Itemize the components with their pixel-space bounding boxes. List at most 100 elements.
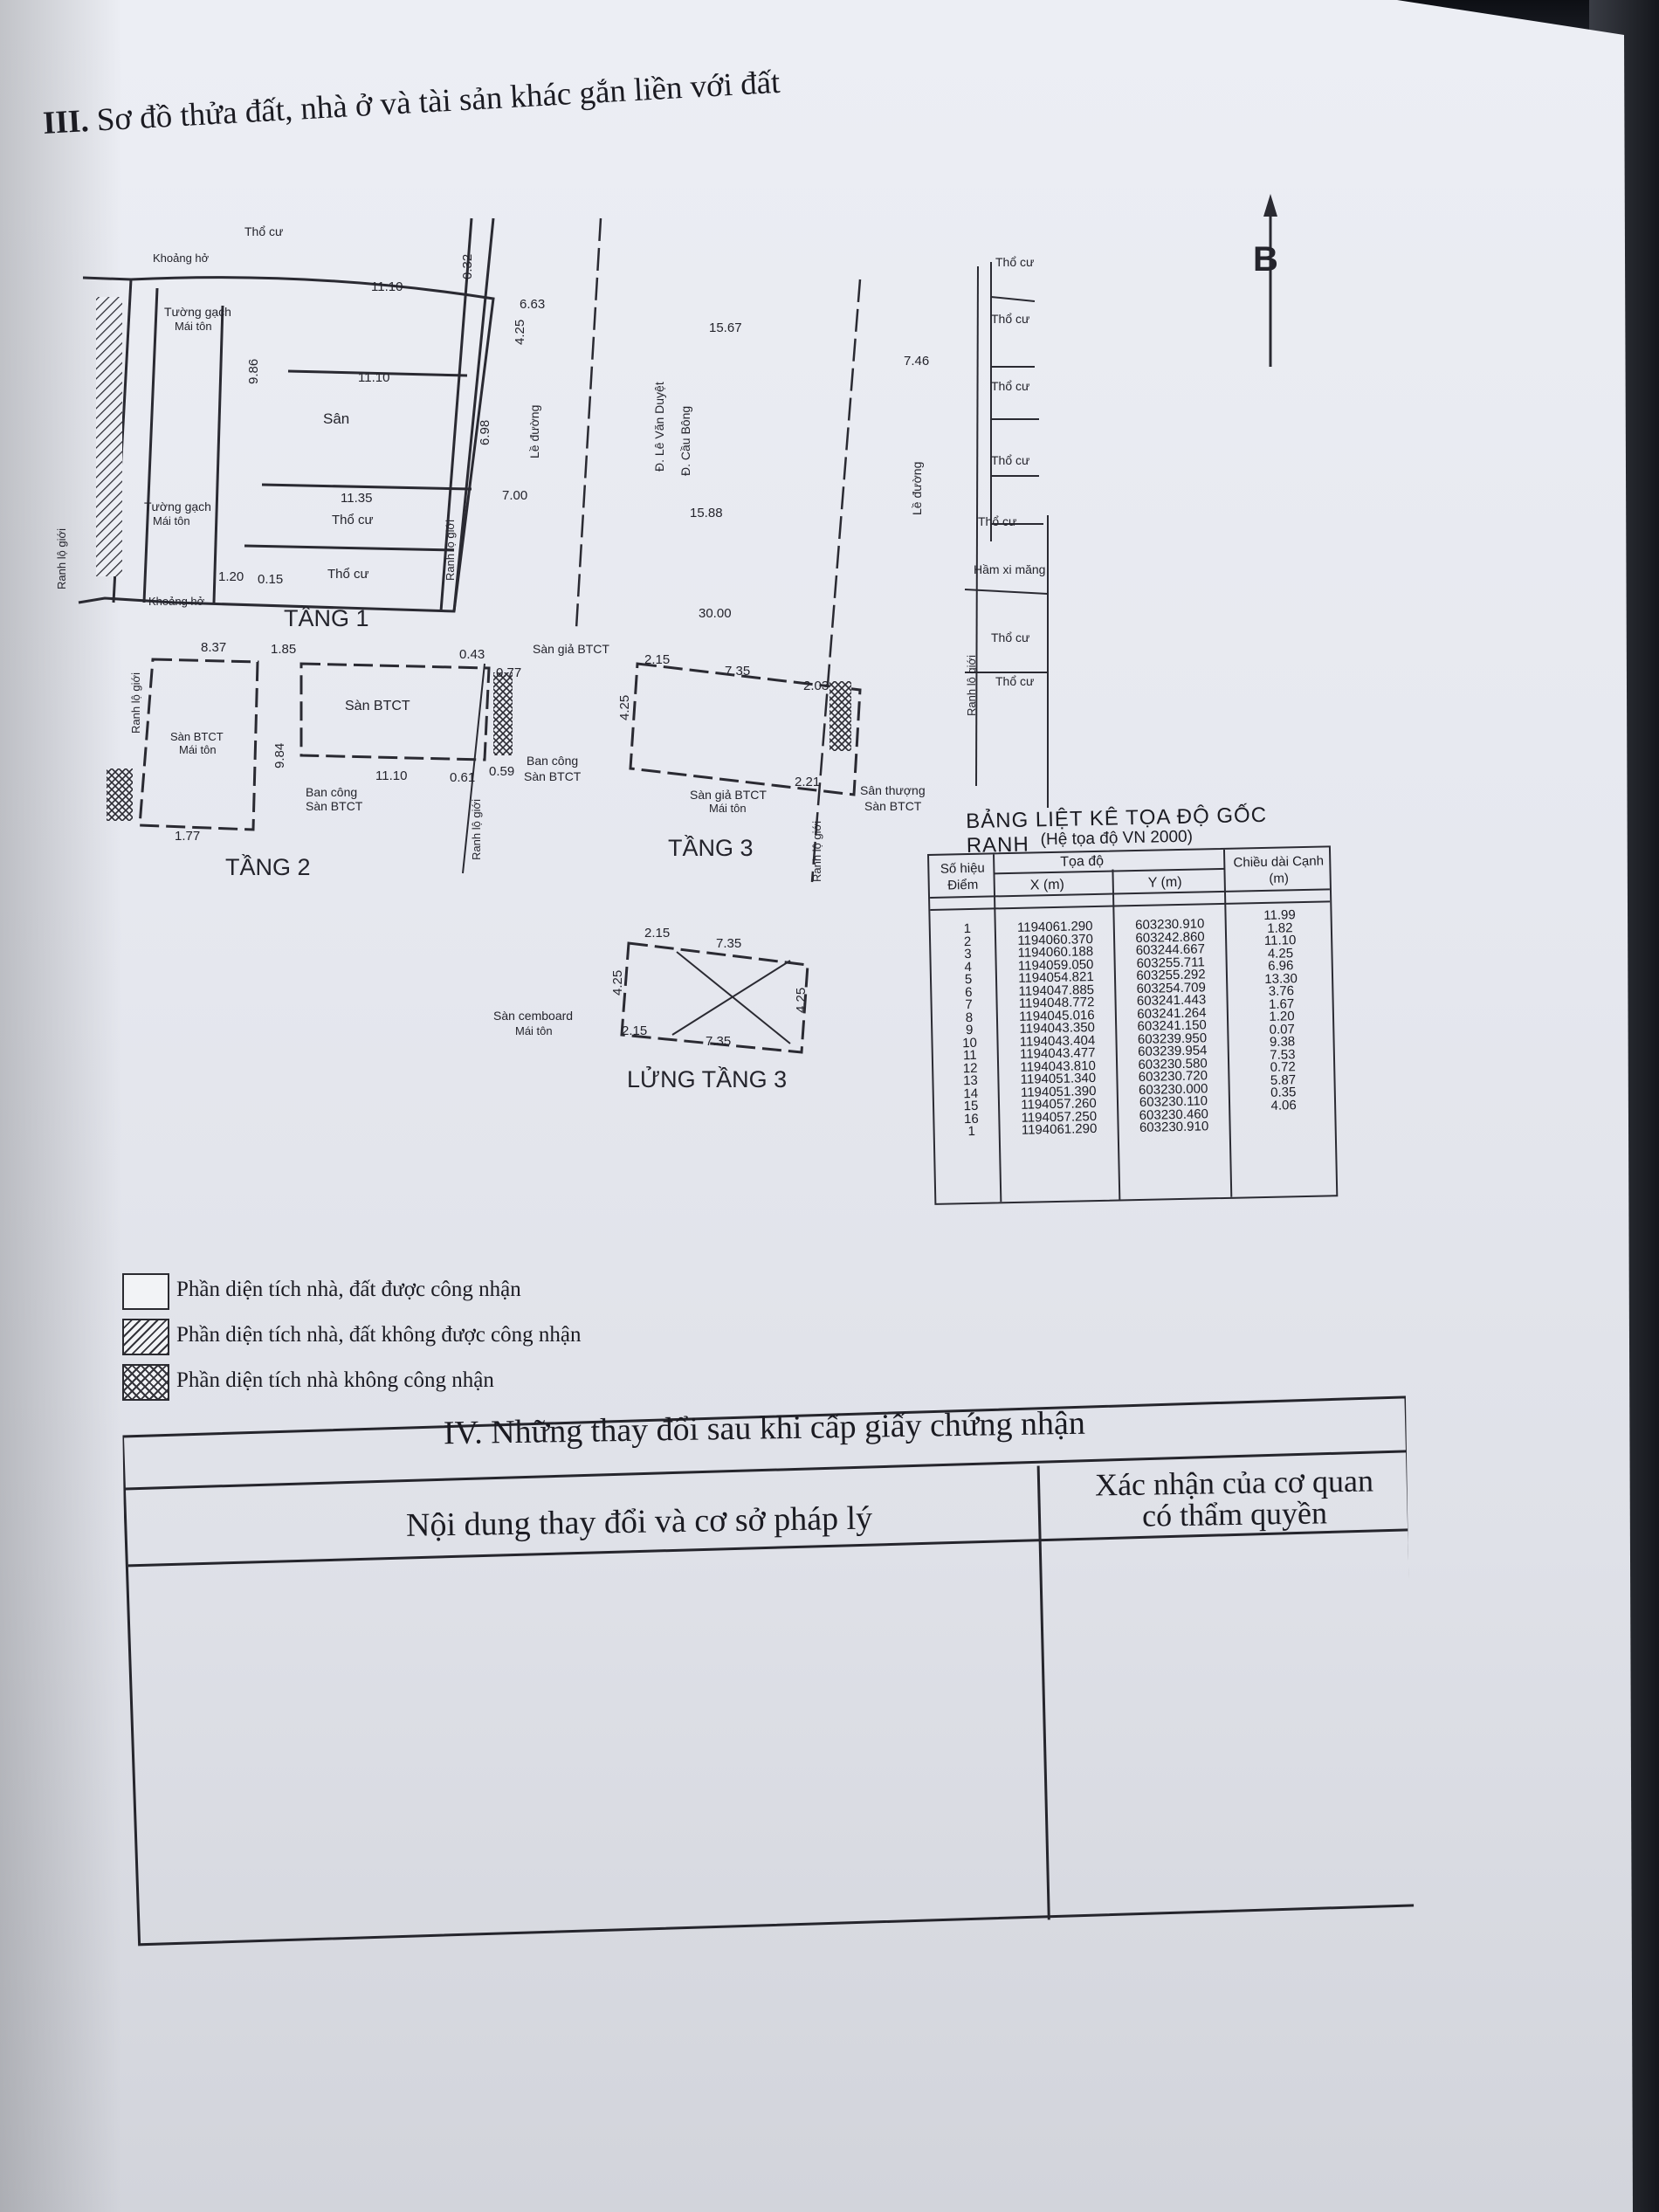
label-tho-cu: Thổ cư (244, 224, 283, 238)
cross-hatch-area (493, 672, 513, 755)
changes-table-lines (122, 1395, 1415, 1947)
dimension-label: 2.21 (795, 775, 820, 789)
ranh-line (462, 663, 485, 874)
coord-table-subtitle: (Hệ tọa độ VN 2000) (1040, 827, 1194, 850)
floor3-outline (629, 662, 862, 796)
mezzanine-cross (671, 951, 791, 1044)
dimension-label: 11.10 (375, 768, 407, 783)
dimension-label: 11.10 (371, 279, 403, 294)
label-san-btct: Sàn BTCT (170, 730, 224, 743)
coord-header-coords: Tọa độ (1060, 853, 1105, 870)
label-tho-cu: Thổ cư (332, 513, 374, 527)
dimension-label: 0.32 (460, 254, 475, 279)
label-tho-cu: Thổ cư (991, 379, 1029, 393)
street-cau-bong: Đ. Cầu Bông (678, 406, 692, 476)
floor1-line (142, 287, 159, 603)
label-ranh-lo-gioi: Ranh lộ giới (470, 799, 483, 860)
label-tho-cu: Thổ cư (991, 312, 1029, 326)
label-tho-cu: Thổ cư (991, 631, 1029, 644)
dimension-label: 7.35 (706, 1034, 731, 1049)
coord-header-x: X (m) (1029, 877, 1065, 893)
label-ranh-lo-gioi: Ranh lộ giới (129, 672, 142, 734)
parcel-ticks (990, 296, 1043, 525)
dimension-label: 2.15 (644, 926, 670, 941)
dimension-label: 0.59 (489, 764, 514, 779)
dimension-label: 4.25 (794, 988, 809, 1013)
label-ban-cong: Ban công (527, 754, 578, 768)
dimension-label: 1.77 (175, 829, 200, 844)
label-tho-cu: Thổ cư (327, 567, 369, 582)
label-ranh-lo-gioi: Ranh lộ giới (444, 520, 457, 581)
dimension-label: 2.15 (644, 652, 670, 667)
dimension-label: 1.20 (218, 569, 244, 584)
changes-header-authority: Xác nhận của cơ quan có thẩm quyền (1050, 1464, 1418, 1533)
coord-point-id: 1 (967, 1123, 976, 1140)
label-san-btct: Sàn BTCT (864, 799, 922, 813)
label-san: Sân (323, 410, 349, 427)
dimension-label: 4.25 (610, 970, 625, 996)
floor1-line (261, 483, 472, 491)
label-mai-ton: Mái tôn (179, 743, 217, 756)
legend-swatch-house-not-recognized (122, 1364, 169, 1401)
dimension-label: 15.67 (709, 320, 742, 335)
dimension-label: 11.35 (341, 491, 372, 506)
label-san-thuong: Sân thượng (860, 783, 926, 797)
label-mai-ton: Mái tôn (709, 802, 747, 815)
changes-table: IV. Những thay đổi sau khi cấp giấy chứn… (122, 1390, 1415, 1947)
floor2-outline (138, 658, 259, 831)
boundary-line (975, 265, 979, 787)
dimension-label: 30.00 (699, 606, 732, 621)
label-le-duong: Lề đường (910, 462, 924, 515)
label-ban-cong: Ban công (306, 785, 357, 799)
label-san-cemboard: Sàn cemboard (493, 1009, 573, 1023)
mezzanine-outline (620, 941, 809, 1054)
floor2-outline (299, 662, 491, 761)
dimension-label: 2.03 (803, 679, 829, 693)
parcel-ticks (964, 589, 1049, 673)
floor3-label: TẦNG 3 (668, 834, 754, 861)
label-tho-cu: Thổ cư (991, 453, 1029, 467)
north-arrow-head (1263, 194, 1277, 217)
floor1-line (212, 305, 224, 603)
label-mai-ton: Mái tôn (175, 320, 212, 333)
coord-grid-lines (930, 849, 1331, 1202)
hatched-area (96, 297, 122, 576)
floor1-line (287, 369, 468, 377)
dimension-label: 2.15 (622, 1023, 647, 1038)
label-tho-cu: Thổ cư (978, 514, 1016, 528)
label-mai-ton: Mái tôn (515, 1024, 553, 1037)
dimension-label: 0.43 (459, 647, 485, 662)
road-boundary (439, 217, 473, 612)
label-tuong-gach: Tường gạch (144, 500, 211, 513)
label-san-btct: Sàn BTCT (306, 799, 363, 813)
dimension-label: 9.86 (246, 359, 261, 384)
street-axis (575, 217, 602, 630)
label-le-duong: Lề đường (527, 405, 541, 458)
legend-text-recognized: Phần diện tích nhà, đất được công nhận (176, 1278, 521, 1301)
dimension-label: 1.85 (271, 642, 296, 657)
dimension-label: 0.15 (258, 572, 283, 587)
label-khoang-ho: Khoảng hở (153, 252, 210, 265)
dimension-label: 7.46 (904, 354, 929, 369)
label-khoang-ho: Khoảng hở (148, 595, 205, 608)
coord-edge-length: 4.06 (1270, 1097, 1297, 1113)
label-san-gia-btct: Sàn giả BTCT (533, 642, 609, 656)
label-ranh-lo-gioi: Ranh lộ giới (810, 821, 823, 882)
floor2-label: TẦNG 2 (225, 853, 311, 880)
label-ham-xi-mang: Hầm xi măng (974, 562, 1045, 576)
coord-header-y: Y (m) (1147, 874, 1182, 891)
label-ranh-lo-gioi: Ranh lộ giới (55, 528, 68, 589)
north-label: B (1253, 240, 1278, 279)
legend-text-not-recognized: Phần diện tích nhà, đất không được công … (176, 1323, 582, 1347)
dimension-label: 7.35 (725, 664, 750, 679)
coord-header-edge: Chiều dài Cạnh (m) (1233, 853, 1325, 886)
mezzanine-label: LỬNG TẦNG 3 (627, 1065, 787, 1092)
dimension-label: 0.61 (450, 770, 475, 785)
label-san-gia-btct: Sàn giả BTCT (690, 788, 767, 802)
label-san-btct: Sàn BTCT (524, 769, 582, 783)
road-boundary (452, 217, 495, 612)
